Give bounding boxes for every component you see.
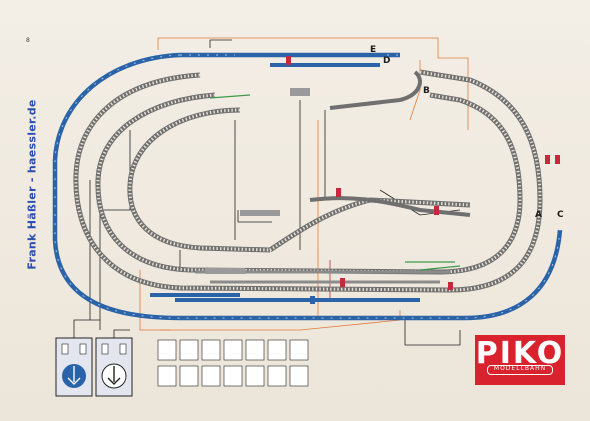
page-number: 8 [26, 37, 30, 44]
inner-loops [73, 69, 543, 293]
controller-left [55, 337, 93, 397]
track-labels: A B C D E [370, 45, 564, 220]
watermark-text: Frank Häßler - haessler.de [25, 99, 39, 270]
transformer-controllers [55, 319, 133, 397]
track-label-d: D [383, 56, 390, 66]
station-tracks [150, 53, 420, 302]
feeder-wires [209, 94, 461, 271]
track-label-a: A [535, 210, 542, 220]
switch-markers [205, 56, 560, 304]
logo-subtext: MODELLBAHN [493, 365, 547, 372]
switch-control-boxes [157, 339, 309, 387]
track-label-b: B [423, 86, 430, 96]
track-label-e: E [370, 45, 376, 55]
logo-band [487, 365, 553, 375]
controller-right [95, 337, 133, 397]
logo-wordmark: PIKO [475, 336, 565, 371]
track-label-c: C [557, 210, 564, 220]
piko-logo: PIKO MODELLBAHN [475, 335, 565, 385]
